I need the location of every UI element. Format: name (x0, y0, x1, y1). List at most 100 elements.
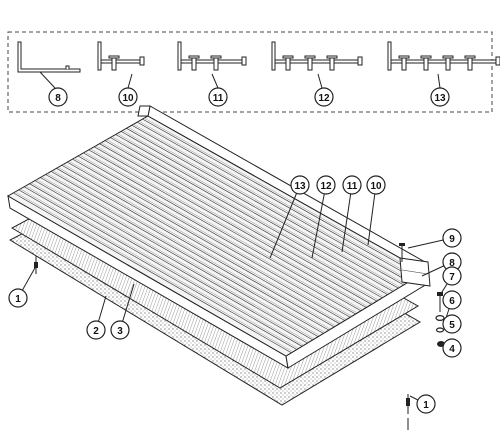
callout-label: 7 (449, 272, 455, 283)
rib-shadow (106, 139, 384, 298)
rib-shadow (20, 188, 299, 349)
rib-line (45, 174, 324, 334)
rib-shadow (95, 145, 374, 304)
rib-shadow (84, 151, 363, 310)
rib-shadow (63, 164, 342, 323)
rib-shadow (111, 136, 390, 294)
rib-line (40, 177, 319, 337)
rib-line (142, 118, 420, 276)
profile-callout-13: 13 (430, 73, 450, 107)
deck-ribs (13, 117, 422, 354)
rib-shadow (122, 130, 400, 288)
rib-shadow (36, 179, 315, 340)
assembly-callout-6: 6 (442, 290, 462, 319)
rib-shadow (30, 182, 310, 343)
rib-shadow (73, 157, 352, 317)
callout-label: 11 (213, 93, 224, 104)
callout-label: 11 (347, 181, 358, 192)
panel-profile (387, 41, 500, 71)
rib-line (50, 171, 329, 331)
rib-shadow (47, 173, 326, 333)
callout-label: 1 (15, 294, 21, 305)
callout-label: 10 (122, 93, 134, 104)
rib-shadow (90, 148, 368, 307)
rib-line (94, 146, 372, 305)
callout-label: 12 (320, 181, 332, 192)
panel-profile (177, 41, 247, 71)
assembly-callout-12: 12 (311, 175, 336, 259)
rib-line (24, 186, 303, 347)
rib-line (126, 128, 404, 286)
assembly-callout-5: 5 (442, 314, 462, 334)
callout-label: 13 (294, 181, 306, 192)
callout-label: 4 (449, 344, 455, 355)
assembly-callout-1: 1 (409, 394, 436, 414)
profile-detail-panel: 8 10 11 12 13 (7, 31, 500, 113)
assembly-callout-4: 4 (442, 338, 462, 358)
rib-line (83, 152, 361, 312)
screw-9-icon (399, 243, 405, 262)
panel-profile (97, 41, 145, 71)
rib-shadow (127, 127, 406, 285)
rib-line (56, 168, 335, 328)
profile-callout-11: 11 (208, 73, 228, 107)
assembly-callout-7: 7 (441, 266, 462, 293)
rib-shadow (68, 160, 347, 320)
rib-shadow (143, 117, 422, 275)
detail-box-border (7, 31, 493, 113)
rib-line (29, 183, 308, 344)
profile-callout-8: 8 (39, 71, 68, 107)
callout-label: 6 (449, 296, 455, 307)
rib-line (115, 134, 394, 292)
washer-5-icon (435, 327, 445, 333)
assembly-callout-10: 10 (366, 175, 386, 246)
callout-label: 8 (55, 93, 61, 104)
assembly-callout-1: 1 (8, 265, 37, 308)
rib-line (99, 143, 378, 302)
panel-profiles (97, 41, 500, 71)
rib-line (72, 158, 351, 318)
bolt-7-icon (437, 292, 443, 312)
anchor-1-left-icon (34, 256, 38, 274)
rib-shadow (41, 176, 320, 336)
rib-line (77, 155, 356, 315)
profile-callout-10: 10 (118, 73, 138, 107)
washer-6-icon (435, 315, 445, 322)
callout-label: 10 (370, 181, 382, 192)
callout-label: 9 (449, 234, 455, 245)
rib-line (67, 161, 345, 321)
rib-shadow (57, 167, 336, 327)
callout-label: 13 (434, 93, 446, 104)
profile-callout-12: 12 (314, 73, 334, 107)
profile-callouts: 8 10 11 12 13 (39, 71, 450, 107)
rib-shadow (14, 191, 293, 352)
anchor-1-right-icon (406, 394, 410, 430)
rib-line (13, 192, 292, 354)
panel-profile (271, 41, 363, 71)
rib-line (88, 149, 367, 308)
rib-shadow (79, 154, 358, 314)
assembly-callout-13: 13 (269, 175, 310, 259)
rib-line (61, 164, 340, 324)
rib-shadow (52, 170, 331, 330)
rib-line (120, 131, 399, 289)
rib-shadow (117, 133, 395, 291)
rib-shadow (25, 185, 304, 346)
callout-label: 2 (93, 326, 99, 337)
rib-shadow (138, 120, 416, 278)
callout-label: 8 (449, 258, 455, 269)
assembly-callout-2: 2 (86, 295, 107, 340)
callout-label: 5 (449, 320, 455, 331)
rib-line (131, 124, 410, 282)
rib-line (137, 121, 415, 279)
rib-line (104, 140, 383, 299)
assembly-callout-9: 9 (407, 228, 462, 249)
assembly-callout-3: 3 (110, 283, 135, 340)
frame-8-end-cap (399, 257, 431, 287)
rib-line (110, 137, 388, 295)
callout-label: 1 (423, 400, 429, 411)
profile-8-l-angle (17, 41, 81, 73)
rib-shadow (133, 124, 411, 281)
